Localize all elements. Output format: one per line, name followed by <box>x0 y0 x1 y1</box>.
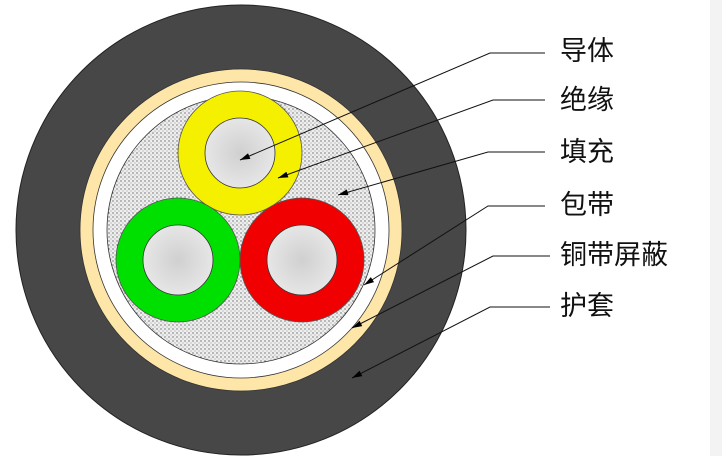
conductor-red <box>266 224 338 296</box>
label-wrapping-tape: 包带 <box>560 190 614 221</box>
leader-line-insulation <box>277 99 545 179</box>
label-filler: 填充 <box>560 137 614 168</box>
label-copper-tape-shield: 铜带屏蔽 <box>560 240 668 271</box>
leader-line-copper-shield <box>351 255 550 329</box>
label-sheath: 护套 <box>560 291 614 322</box>
leader-line-conductor <box>239 52 545 161</box>
conductor-yellow <box>204 117 276 189</box>
conductor-green <box>142 224 214 296</box>
leader-line-sheath <box>351 306 550 379</box>
leader-line-wrapping-tape <box>363 205 545 286</box>
label-insulation: 绝缘 <box>560 85 614 116</box>
right-edge-strip <box>710 0 722 456</box>
leader-line-filler <box>337 151 545 196</box>
label-conductor: 导体 <box>560 36 614 67</box>
